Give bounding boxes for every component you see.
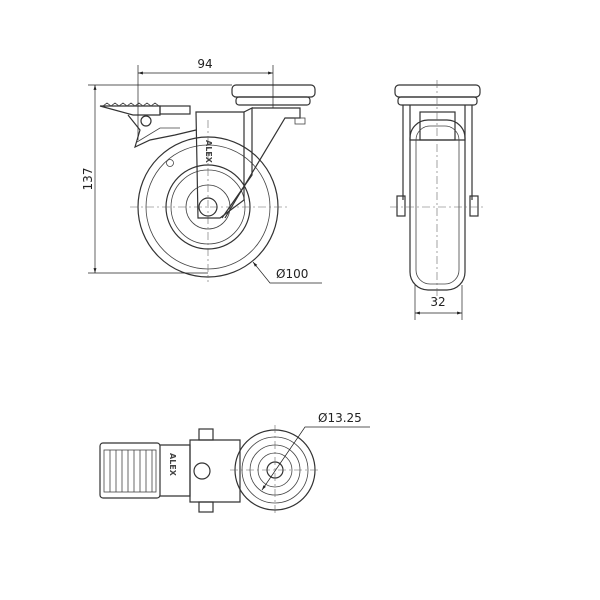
axle-nut-left [396,195,406,217]
top-plate [231,84,316,98]
dim-94: 94 [197,57,212,71]
dim-32: 32 [430,295,445,309]
side-view: ALEX 94 137 Ø100 [81,57,322,284]
axle-nut-right [469,195,479,217]
dim-wheel-diameter: Ø100 [276,267,308,281]
brand-logo-top: ALEX [168,453,177,477]
dim-bolt-hole: Ø13.25 [318,411,362,425]
fork [195,111,245,219]
brake-pedal-top [99,442,161,499]
brake-pedal [99,105,161,116]
dim-137: 137 [81,168,95,191]
nut-top [198,428,214,441]
top-view: ALEX Ø13.25 [99,411,370,515]
top-plate-front [394,84,481,98]
wheel-front [409,119,466,291]
nut-bottom [198,501,214,513]
brand-logo-side: ALEX [204,140,213,164]
front-view: 32 [390,80,485,320]
